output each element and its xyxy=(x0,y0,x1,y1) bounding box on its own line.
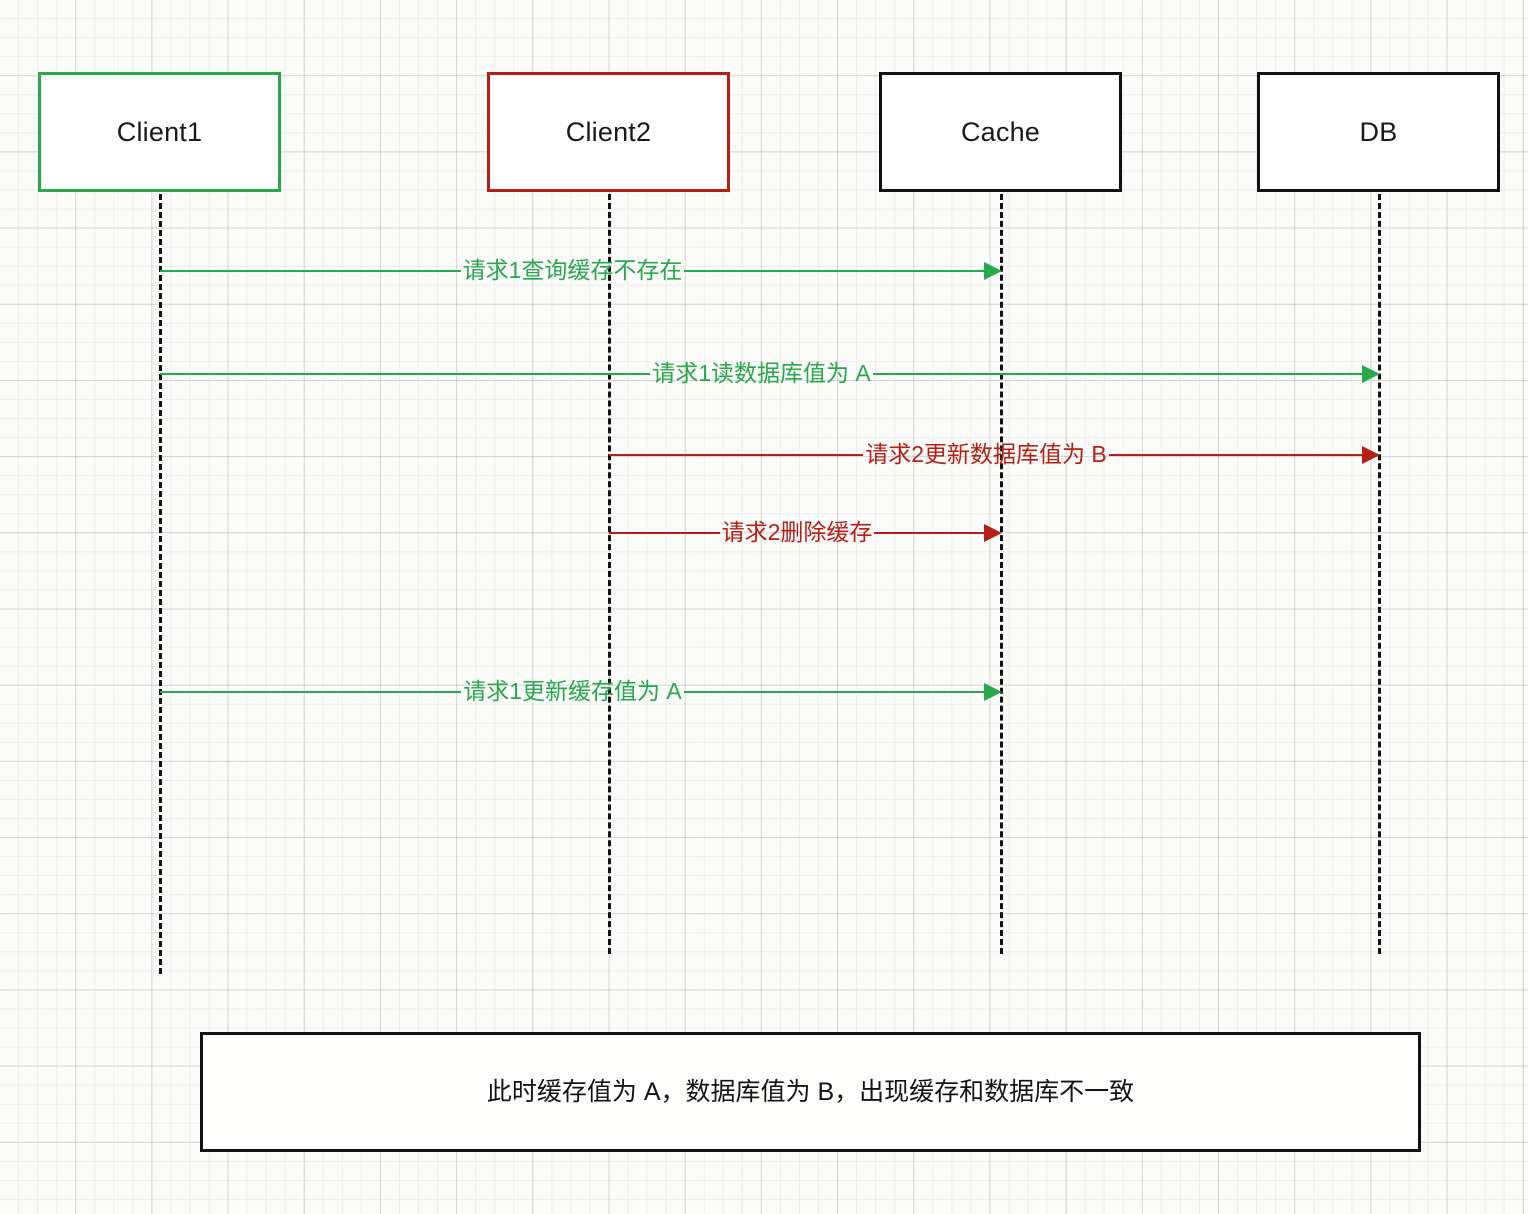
message-3-line-left xyxy=(609,454,864,456)
message-5-label: 请求1更新缓存值为 A xyxy=(463,677,682,704)
message-2-line-left xyxy=(160,373,651,375)
message-2-line-right xyxy=(872,373,1363,375)
message-3-client2-to-db: 请求2更新数据库值为 B xyxy=(609,440,1380,470)
lifeline-client1 xyxy=(159,194,162,974)
message-2-client1-to-db: 请求1读数据库值为 A xyxy=(160,359,1380,389)
participant-label-client2: Client2 xyxy=(565,116,652,147)
lifeline-cache xyxy=(1000,194,1003,954)
message-5-client1-to-cache: 请求1更新缓存值为 A xyxy=(160,677,1002,707)
message-2-label: 请求1读数据库值为 A xyxy=(652,359,871,386)
message-4-label: 请求2删除缓存 xyxy=(721,518,873,545)
message-5-line-left xyxy=(160,691,462,693)
participant-box-client2[interactable]: Client2 xyxy=(487,72,730,192)
participant-box-client1[interactable]: Client1 xyxy=(38,72,281,192)
participant-box-db[interactable]: DB xyxy=(1257,72,1500,192)
message-4-line-right xyxy=(874,532,986,534)
message-1-label: 请求1查询缓存不存在 xyxy=(462,256,683,283)
note-box: 此时缓存值为 A，数据库值为 B，出现缓存和数据库不一致 xyxy=(200,1032,1421,1152)
message-1-line-right xyxy=(684,270,986,272)
participant-label-db: DB xyxy=(1359,116,1398,147)
message-3-label: 请求2更新数据库值为 B xyxy=(865,440,1107,467)
participant-label-client1: Client1 xyxy=(116,116,203,147)
lifeline-db xyxy=(1378,194,1381,954)
message-1-client1-to-cache: 请求1查询缓存不存在 xyxy=(160,256,1003,286)
lifeline-client2 xyxy=(608,194,611,954)
participant-box-cache[interactable]: Cache xyxy=(879,72,1122,192)
message-3-line-right xyxy=(1108,454,1363,456)
message-5-line-right xyxy=(683,691,985,693)
message-4-client2-to-cache: 请求2删除缓存 xyxy=(609,518,1003,548)
message-4-line-left xyxy=(609,532,720,534)
participant-label-cache: Cache xyxy=(960,116,1041,147)
message-1-line-left xyxy=(160,270,461,272)
note-text: 此时缓存值为 A，数据库值为 B，出现缓存和数据库不一致 xyxy=(486,1077,1135,1106)
